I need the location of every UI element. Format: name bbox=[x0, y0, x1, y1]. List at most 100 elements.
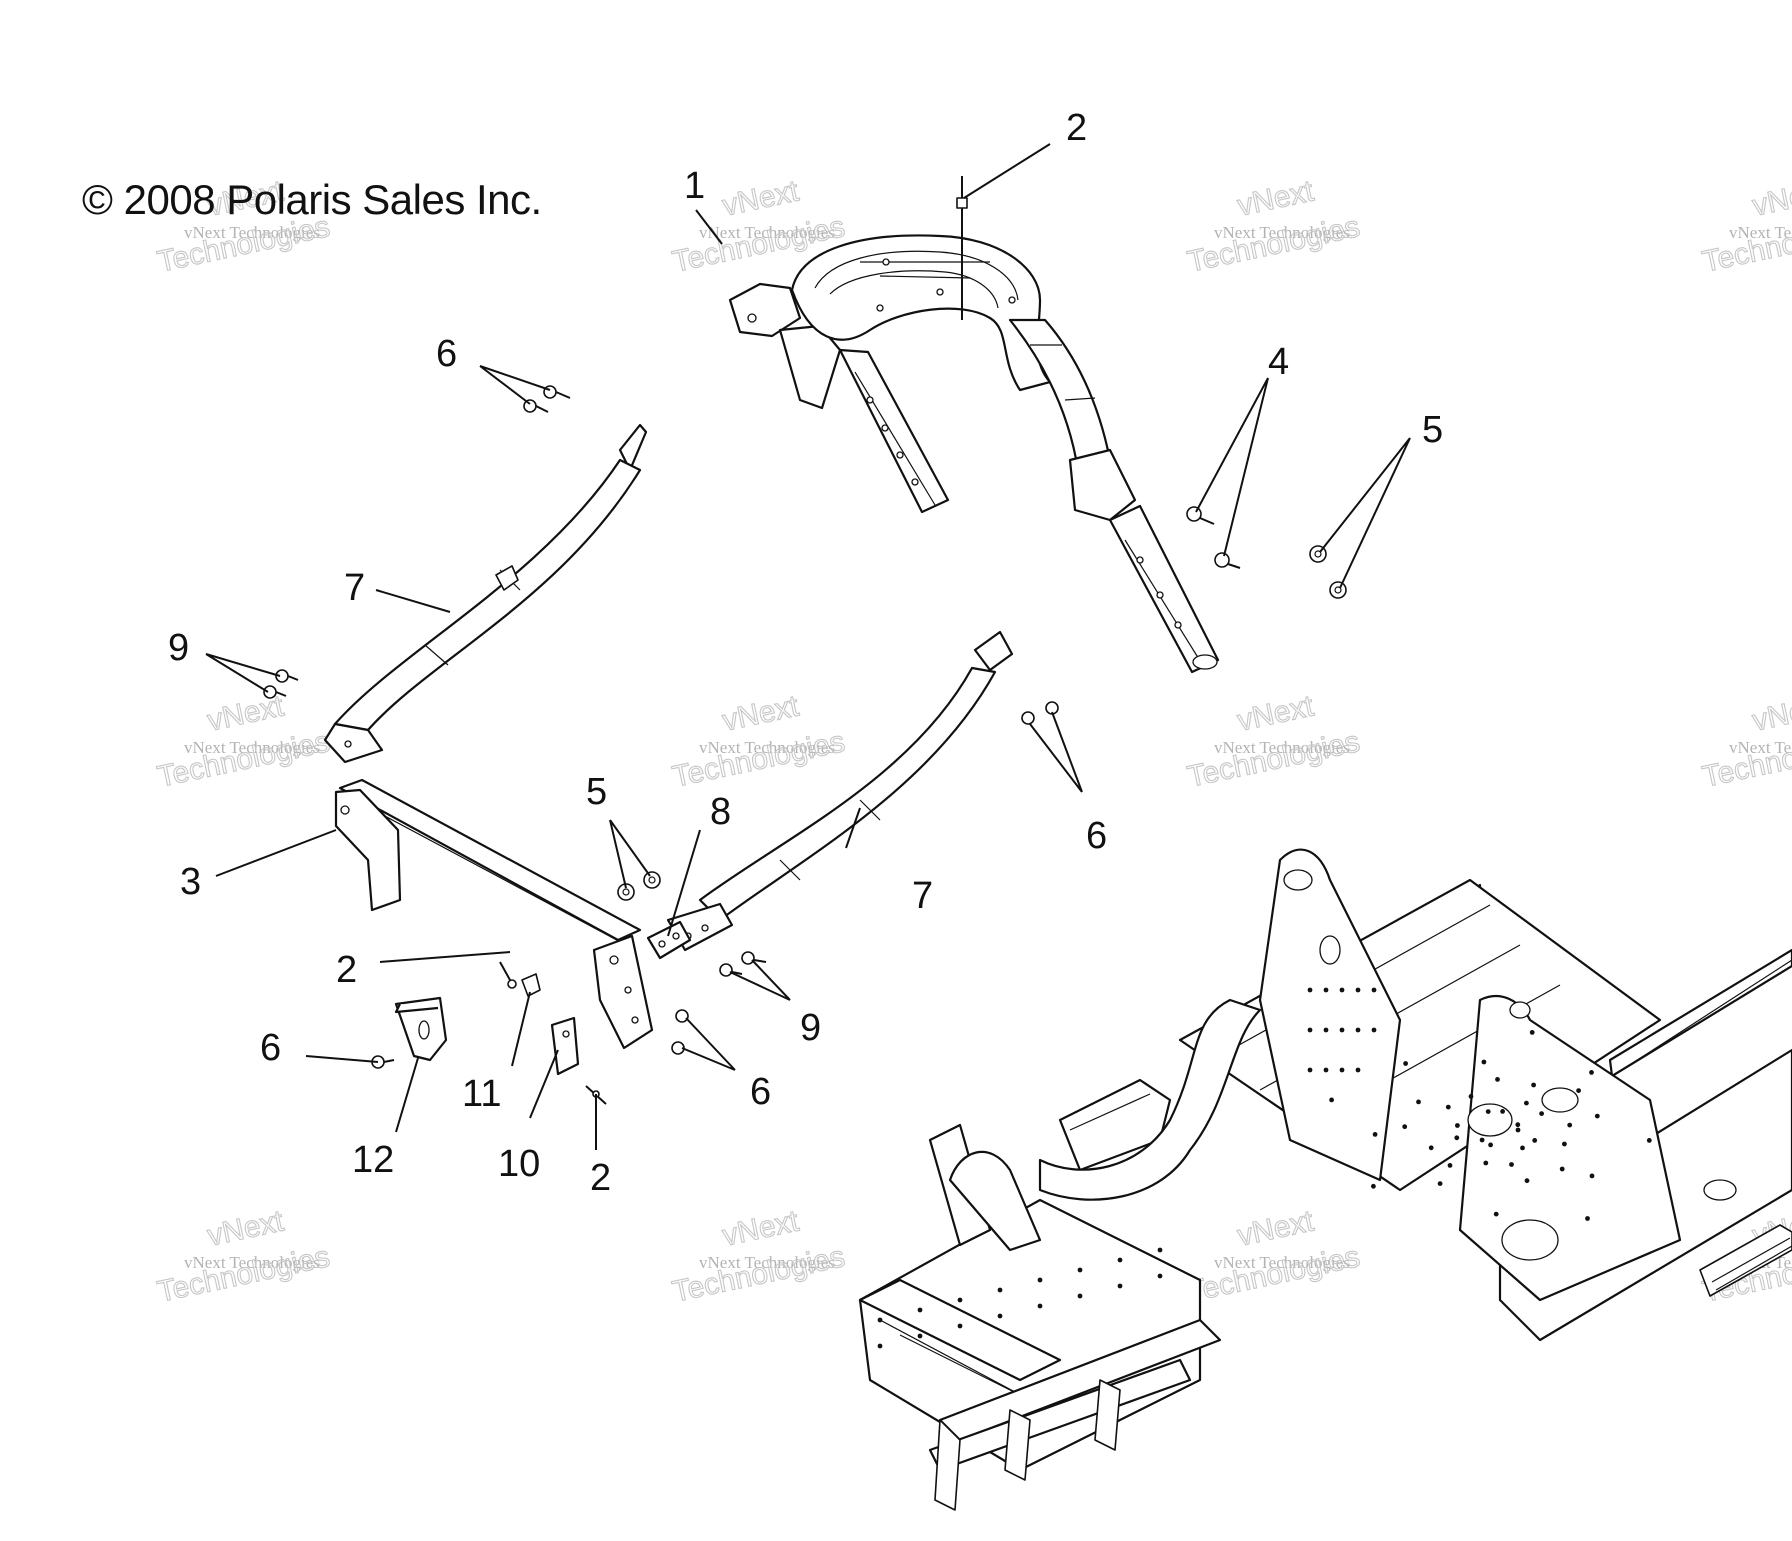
rivet-dot bbox=[1500, 1109, 1505, 1114]
rivet-dot bbox=[1524, 1100, 1529, 1106]
rivet-dot bbox=[1524, 1178, 1530, 1184]
rivet-dot bbox=[1323, 987, 1329, 993]
callout-2-top: 2 bbox=[1066, 107, 1087, 149]
rivet-dot bbox=[1371, 987, 1377, 993]
rivet-dot bbox=[1037, 1277, 1043, 1283]
leader-lines bbox=[205, 143, 1411, 1150]
watermark-small: vNext Technologies bbox=[699, 738, 835, 757]
watermark-large-top: vNext bbox=[720, 689, 803, 737]
copyright-notice: © 2008 Polaris Sales Inc. bbox=[82, 176, 542, 223]
watermark-small: vNext Technologies bbox=[699, 223, 835, 242]
chassis-assembly bbox=[858, 848, 1792, 1511]
rivet-dot bbox=[877, 1343, 883, 1349]
callout-2-left: 2 bbox=[336, 949, 357, 991]
rivet-dot bbox=[1157, 1247, 1163, 1253]
rivet-dot bbox=[1532, 1138, 1538, 1143]
callout-1: 1 bbox=[684, 165, 705, 207]
rivet-dot bbox=[1307, 1027, 1313, 1033]
rivet-dot bbox=[1339, 1027, 1345, 1033]
callout-12: 12 bbox=[352, 1139, 394, 1181]
callout-7-left: 7 bbox=[344, 567, 365, 609]
rivet-dot bbox=[1371, 1183, 1376, 1189]
rivet-dot bbox=[1562, 1141, 1567, 1147]
watermark-large-top: vNext bbox=[720, 1204, 803, 1252]
rivet-dot bbox=[1307, 987, 1313, 993]
rivet-dot bbox=[1355, 987, 1361, 993]
rivet-dot bbox=[1539, 1111, 1544, 1116]
rivet-dot bbox=[1445, 1104, 1451, 1110]
watermark-small: vNext Technologies bbox=[184, 738, 320, 757]
rivet-dot bbox=[1488, 1142, 1493, 1148]
rivet-dot bbox=[1455, 1123, 1460, 1128]
rivet-dot bbox=[1585, 1216, 1590, 1221]
rivet-dot bbox=[957, 1323, 963, 1329]
rivet-dot bbox=[1323, 1027, 1329, 1033]
rivet-dot bbox=[1495, 1077, 1500, 1082]
rivet-dot bbox=[1468, 1094, 1474, 1099]
rivet-dot bbox=[1117, 1283, 1123, 1289]
watermark-large-bottom: Technologies bbox=[670, 1240, 848, 1309]
watermark-large-bottom: Technologies bbox=[1185, 1240, 1363, 1309]
callout-8: 8 bbox=[710, 791, 731, 833]
rivet-dot bbox=[1515, 1127, 1521, 1133]
watermark-large-bottom: Technologies bbox=[1700, 210, 1792, 279]
watermark-small: vNext Technologies bbox=[1729, 223, 1792, 242]
hardware-fasteners bbox=[263, 385, 1347, 1105]
watermark-large-top: vNext bbox=[1750, 174, 1792, 222]
rivet-dot bbox=[1481, 1059, 1487, 1065]
rivet-dot bbox=[1493, 1211, 1499, 1217]
part-1-upper-frame-hoop bbox=[728, 176, 1220, 674]
rivet-dot bbox=[1355, 1027, 1361, 1033]
callout-9-center: 9 bbox=[800, 1007, 821, 1049]
rivet-dot bbox=[1437, 1181, 1443, 1186]
callout-5-center: 5 bbox=[586, 771, 607, 813]
rivet-dot bbox=[1403, 1061, 1408, 1066]
rivet-dot bbox=[1329, 1097, 1334, 1103]
rivet-dot bbox=[1479, 1137, 1485, 1143]
callout-3: 3 bbox=[180, 861, 201, 903]
rivet-dot bbox=[1447, 1163, 1453, 1168]
rivet-dot bbox=[1567, 1122, 1573, 1128]
rivet-dot bbox=[1485, 1109, 1491, 1114]
watermark-small: vNext Technologies bbox=[1214, 738, 1350, 757]
rivet-dot bbox=[1355, 1067, 1361, 1073]
rivet-dot bbox=[1589, 1070, 1594, 1075]
rivet-dot bbox=[1529, 1030, 1535, 1035]
rivet-dot bbox=[1416, 1099, 1421, 1105]
rivet-dot bbox=[877, 1317, 883, 1323]
rivet-dot bbox=[997, 1313, 1003, 1319]
rivet-dot bbox=[1646, 1138, 1652, 1143]
rivet-dot bbox=[1559, 1166, 1565, 1172]
callout-11: 11 bbox=[462, 1073, 501, 1115]
rivet-dot bbox=[1428, 1145, 1434, 1151]
watermark-large-top: vNext bbox=[1235, 174, 1318, 222]
watermark-small: vNext Technologies bbox=[184, 223, 320, 242]
rivet-dot bbox=[1520, 1145, 1525, 1151]
callout-2-bottom: 2 bbox=[590, 1157, 611, 1199]
rivet-dot bbox=[957, 1297, 963, 1303]
callout-6-right: 6 bbox=[1086, 815, 1107, 857]
callout-6-left: 6 bbox=[260, 1027, 281, 1069]
watermark-large-bottom: Technologies bbox=[1700, 725, 1792, 794]
rivet-dot bbox=[1077, 1267, 1083, 1273]
rivet-dot bbox=[1372, 1132, 1378, 1137]
rivet-dot bbox=[1576, 1088, 1581, 1093]
watermark-large-bottom: Technologies bbox=[1185, 210, 1363, 279]
watermark-large-top: vNext bbox=[1750, 689, 1792, 737]
rivet-dot bbox=[917, 1307, 923, 1313]
part-3-cross-bar bbox=[334, 778, 654, 1050]
rivet-dot bbox=[1117, 1257, 1123, 1263]
rivet-dot bbox=[1402, 1124, 1408, 1130]
rivet-dot bbox=[1515, 1122, 1521, 1128]
callout-6-top: 6 bbox=[436, 333, 457, 375]
watermark-small: vNext Technologies bbox=[1729, 738, 1792, 757]
